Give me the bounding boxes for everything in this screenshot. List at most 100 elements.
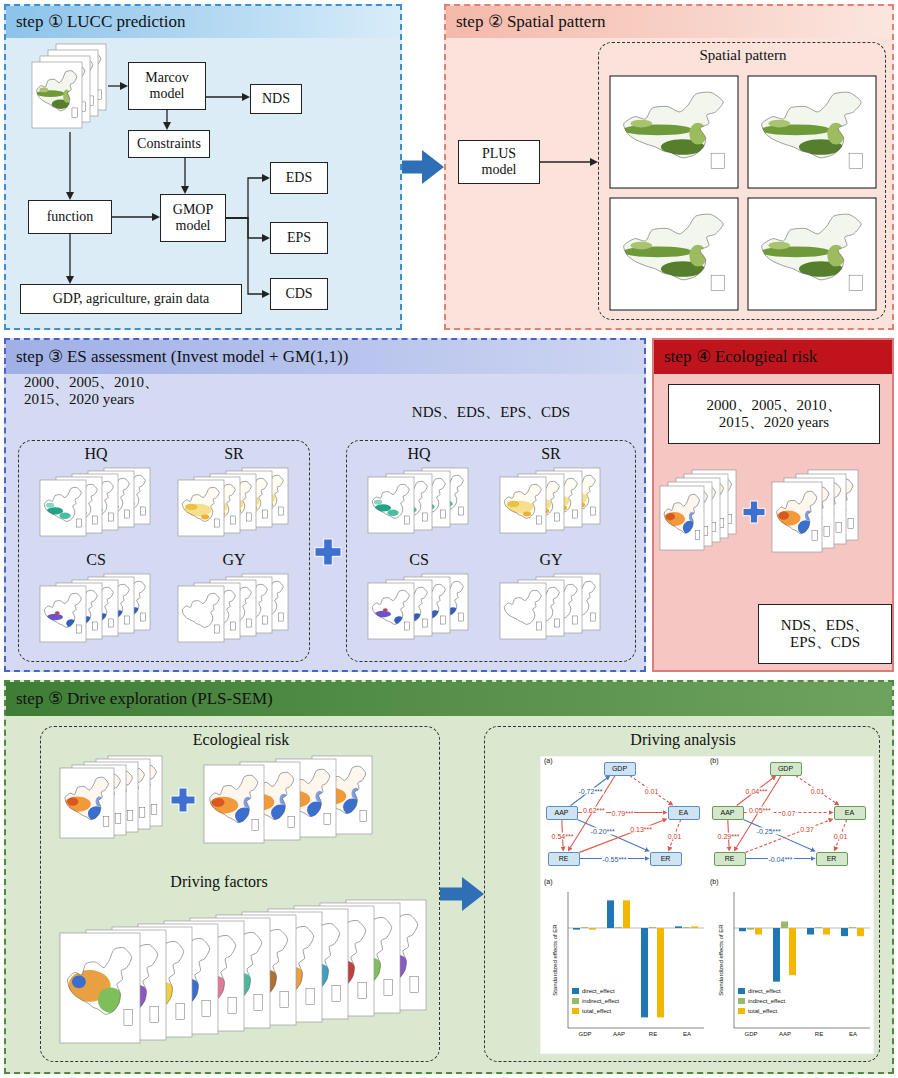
flow-arrow (540, 161, 590, 162)
dashed-group: Driving analysisGDPAAPEAREERGDPAAPEAREER (484, 726, 880, 1062)
box-label: Constraints (137, 136, 201, 152)
box-label: Marcov model (135, 70, 199, 102)
map-sheet (56, 44, 106, 110)
flow-block-arrow (402, 161, 422, 174)
chart-label: AAP (613, 1031, 625, 1038)
map-sheet (72, 474, 118, 530)
map-sheet (386, 474, 432, 530)
chart-label: (b) (710, 878, 719, 886)
map-sheet (178, 586, 224, 642)
coefficient-label: 0.29*** (717, 832, 741, 839)
legend-entry: total_effect (738, 1008, 777, 1014)
sem-variable-box: AAP (546, 806, 578, 820)
legend-entry: total_effect (572, 1008, 611, 1014)
coefficient-label: -0.72*** (577, 787, 603, 794)
map-sheet (216, 915, 296, 1025)
input-arrow (69, 132, 70, 192)
map-sheet (88, 577, 134, 633)
illustration (32, 44, 876, 1043)
variable-label: RE (559, 855, 569, 862)
map-sheet (796, 474, 846, 544)
step-panel: step ① LUCC predictionMarcov modelNDS Con… (4, 4, 402, 330)
map-sheet (500, 477, 546, 533)
map-sheet (112, 927, 192, 1037)
flow-arrow (166, 110, 167, 122)
box-label: PLUS model (465, 146, 533, 178)
box-label: function (47, 209, 94, 225)
box-label: GDP, agriculture, grain data (53, 291, 210, 307)
box-label: GMOP model (167, 202, 219, 234)
legend-swatch (572, 998, 579, 1004)
bar-chart (734, 892, 870, 1028)
variable-label: ER (827, 855, 837, 862)
legend-text: direct_effect (748, 988, 781, 994)
step-panel: step ④ Ecologieal risk2000、2005、2010、 20… (652, 338, 894, 672)
map-sheet (194, 583, 240, 639)
panel-heading: step ② Spatial pattern (446, 6, 892, 38)
map-sheet (346, 900, 426, 1010)
panel-heading: step ③ ES assessment (Invest model + GM(… (6, 340, 644, 374)
coefficient-label: 0.01 (644, 787, 660, 794)
box-label: EDS (286, 170, 312, 186)
coefficient-label: -0.20*** (590, 827, 616, 834)
sem-variable-box: RE (548, 852, 580, 866)
map-sheet (40, 586, 86, 642)
sem-variable-box: GDP (770, 762, 802, 776)
path-coefficient-arrow (746, 820, 829, 852)
map-frame (748, 198, 876, 310)
map-sheet (210, 580, 256, 636)
group-label: HQ (84, 445, 107, 463)
map-sheet (226, 471, 272, 527)
panel-heading: step ① LUCC prediction (6, 6, 400, 38)
path-coefficient-arrow (737, 779, 773, 806)
map-sheet (692, 470, 736, 534)
map-frame (610, 198, 738, 310)
group-label: GY (539, 551, 562, 569)
legend-entry: direct_effect (572, 988, 615, 994)
coefficient-label: 0.01 (667, 832, 683, 839)
step-panel: step ⑤ Drive exploration (PLS-SEM)Ecolog… (4, 680, 894, 1074)
map-sheet (684, 474, 728, 538)
map-sheet (268, 909, 348, 1019)
map-sheet (404, 577, 450, 633)
connectors (70, 97, 847, 894)
dashed-group: HQSRCSGY (18, 440, 310, 662)
map-sheet (108, 756, 162, 826)
map-sheet (204, 765, 264, 843)
path-coefficient-arrow (571, 779, 607, 806)
map-sheet (72, 580, 118, 636)
map-sheet (536, 471, 582, 527)
scenario-note: NDS、EDS、EPS、CDS (412, 404, 570, 421)
map-sheet (84, 762, 138, 832)
chart-label: GDP (578, 1031, 591, 1038)
chart-label: AAP (779, 1031, 791, 1038)
map-sheet (422, 468, 468, 524)
process-box: EDS (270, 162, 328, 194)
map-sheet (320, 903, 400, 1013)
map-sheet (88, 471, 134, 527)
legend-text: indirect_effect (748, 998, 785, 1004)
flow-arrow (226, 218, 262, 238)
variable-label: AAP (720, 809, 734, 816)
chart-background (540, 756, 874, 1054)
map-sheet (368, 477, 414, 533)
variable-label: EA (679, 809, 688, 816)
process-box: Constraints (128, 130, 210, 158)
panel-heading: step ④ Ecologieal risk (654, 340, 892, 374)
coefficient-label: 0.54*** (551, 832, 575, 839)
map-sheet (660, 486, 704, 550)
map-sheet (56, 583, 102, 639)
map-sheet (368, 583, 414, 639)
flow-arrow (69, 234, 70, 276)
process-box: GDP, agriculture, grain data (20, 284, 242, 314)
coefficient-label: 0.07 (781, 809, 797, 816)
coefficient-label: 0.79*** (611, 809, 635, 816)
coefficient-label: 0.01 (810, 787, 826, 794)
map-sheet (668, 482, 712, 546)
legend-swatch (738, 1008, 745, 1014)
box-label: NDS (262, 91, 290, 107)
map-sheet (676, 478, 720, 542)
map-sheet (422, 574, 468, 630)
legend-text: indirect_effect (582, 998, 619, 1004)
